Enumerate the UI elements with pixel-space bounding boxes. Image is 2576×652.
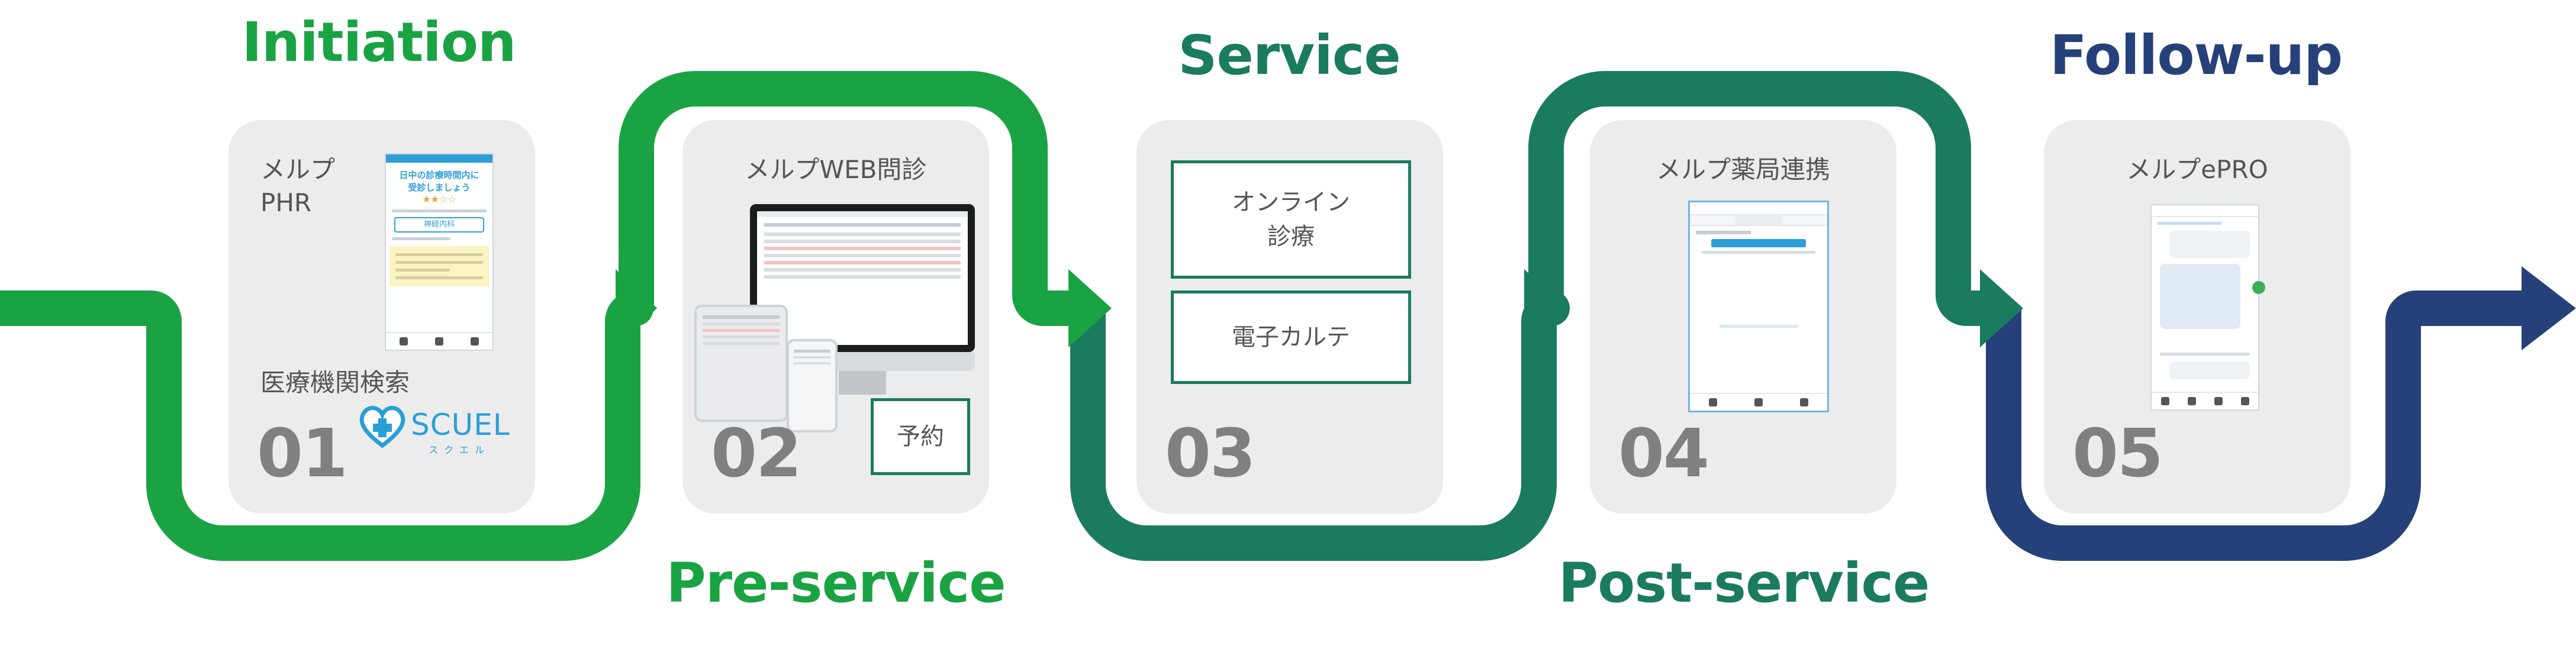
step-number-01: 01 (257, 415, 348, 492)
phr-heading-line1: 日中の診療時間内に (399, 170, 479, 180)
phase-label-post-service: Post-service (1558, 551, 1930, 615)
electronic-medical-record-box: 電子カルテ (1171, 291, 1411, 384)
step-02-title: メルプWEB問診 (745, 155, 927, 184)
step-card-04: メルプ薬局連携 04 (1590, 120, 1896, 514)
scuel-heart-icon (359, 406, 405, 448)
flow-arrowhead-4 (1980, 269, 2023, 347)
scuel-logo-kana: スクエル (429, 444, 491, 456)
phr-phone-screenshot: 日中の診療時間内に 受診しましょう ★★☆☆ 神経内科 (385, 153, 494, 351)
phase-label-follow-up: Follow-up (2049, 24, 2343, 87)
step-number-05: 05 (2072, 415, 2163, 492)
step-01-title-line2: PHR (260, 188, 312, 217)
pharmacy-app-screenshot (1688, 201, 1829, 412)
step-number-02: 02 (711, 415, 802, 492)
step-card-05: メルプePRO 05 (2044, 120, 2350, 514)
step-number-03: 03 (1165, 415, 1256, 492)
step-card-02: メルプWEB問診 予約 02 (682, 120, 989, 514)
mobile-image (787, 339, 838, 432)
phr-heading-line2: 受診しましょう (408, 182, 471, 193)
step-card-01: メルプ PHR 日中の診療時間内に 受診しましょう ★★☆☆ 神経内科 医療機関… (228, 120, 535, 514)
flow-path-segment-5 (1986, 291, 2522, 561)
phase-label-pre-service: Pre-service (666, 551, 1006, 615)
step-number-04: 04 (1618, 415, 1709, 492)
step-05-title: メルプePRO (2126, 155, 2268, 184)
step-04-title: メルプ薬局連携 (1656, 155, 1830, 184)
flow-path-segment-4 (1528, 71, 1984, 326)
step-01-subtitle: 医療機関検索 (260, 368, 410, 397)
flow-arrowhead-5 (2522, 266, 2576, 350)
flow-path-segment-2 (619, 71, 1068, 326)
flow-arrowhead-3 (1524, 269, 1567, 347)
phase-label-service: Service (1178, 24, 1400, 87)
epro-chat-indicator-icon (2252, 281, 2265, 294)
flow-arrowhead-2 (1068, 269, 1112, 347)
phr-department-button: 神経内科 (394, 217, 484, 233)
online-consultation-box: オンライン 診療 (1171, 160, 1411, 279)
tablet-image (694, 305, 788, 422)
scuel-logo-text: SCUEL (411, 408, 510, 442)
step-card-03: オンライン 診療 電子カルテ 03 (1136, 120, 1443, 514)
scuel-logo: SCUEL スクエル (359, 403, 513, 456)
reservation-box: 予約 (871, 398, 970, 475)
phase-label-initiation: Initiation (242, 11, 516, 74)
step-01-title-line1: メルプ (260, 155, 336, 184)
flow-arrowhead-1 (616, 269, 657, 347)
epro-app-screenshot (2150, 204, 2259, 411)
